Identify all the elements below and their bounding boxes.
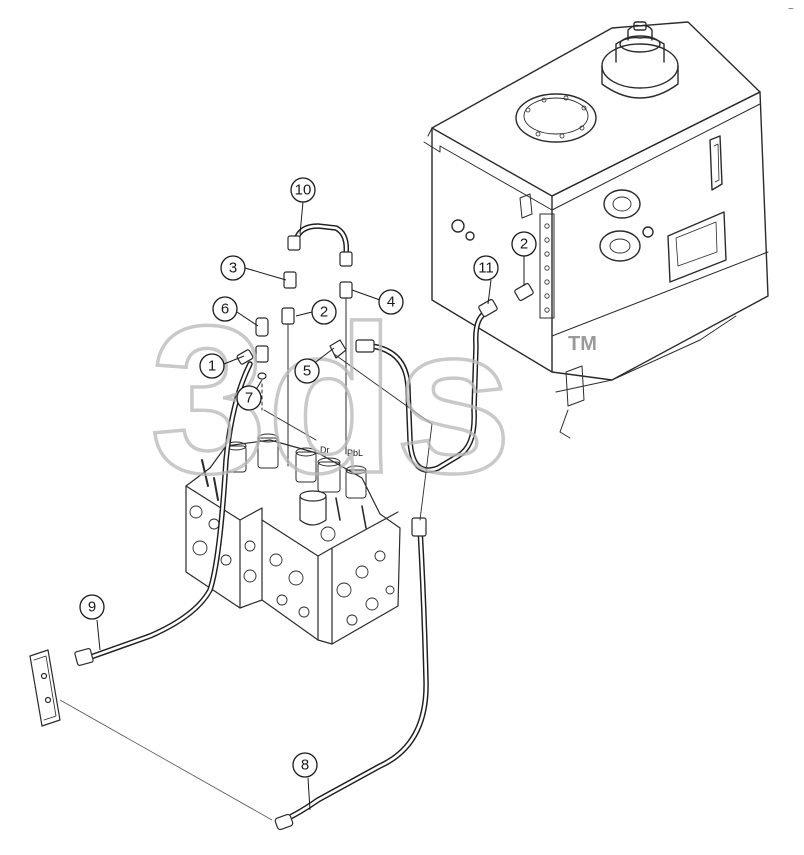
callout-2-left: 2 <box>311 299 337 325</box>
callout-8: 8 <box>292 752 318 778</box>
corner-mark: ~ <box>788 4 794 15</box>
callout-11: 11 <box>473 255 499 281</box>
callout-10-label: 10 <box>295 182 312 199</box>
callout-9: 9 <box>79 594 105 620</box>
callout-4: 4 <box>378 289 404 315</box>
hose-9 <box>85 361 253 661</box>
callout-1-label: 1 <box>208 358 216 375</box>
watermark-tm: TM <box>568 333 597 355</box>
hose-10 <box>293 223 350 257</box>
hose-8-lower <box>275 525 429 825</box>
callout-8-label: 8 <box>301 757 309 774</box>
callout-2-left-label: 2 <box>320 304 328 321</box>
callout-3: 3 <box>220 255 246 281</box>
callout-10: 10 <box>290 177 316 203</box>
callout-6-label: 6 <box>221 301 229 318</box>
port-label-pbl: PbL <box>347 448 363 458</box>
callout-5: 5 <box>294 358 320 384</box>
callout-7: 7 <box>236 385 262 411</box>
callout-3-label: 3 <box>229 260 237 277</box>
hose-8 <box>369 309 491 473</box>
callout-1: 1 <box>199 353 225 379</box>
callout-7-label: 7 <box>245 390 253 407</box>
mounting-bracket <box>29 649 61 727</box>
callout-5-label: 5 <box>303 363 311 380</box>
callout-9-label: 9 <box>88 599 96 616</box>
callout-2-right: 2 <box>511 231 537 257</box>
phantom-lines <box>59 699 273 821</box>
callout-11-label: 11 <box>478 260 494 277</box>
hydraulic-tank <box>423 21 769 439</box>
port-lines <box>261 297 433 521</box>
callout-4-label: 4 <box>387 294 395 311</box>
port-label-dr: Dr <box>320 445 330 455</box>
callout-6: 6 <box>212 296 238 322</box>
callout-2-right-label: 2 <box>520 236 528 253</box>
